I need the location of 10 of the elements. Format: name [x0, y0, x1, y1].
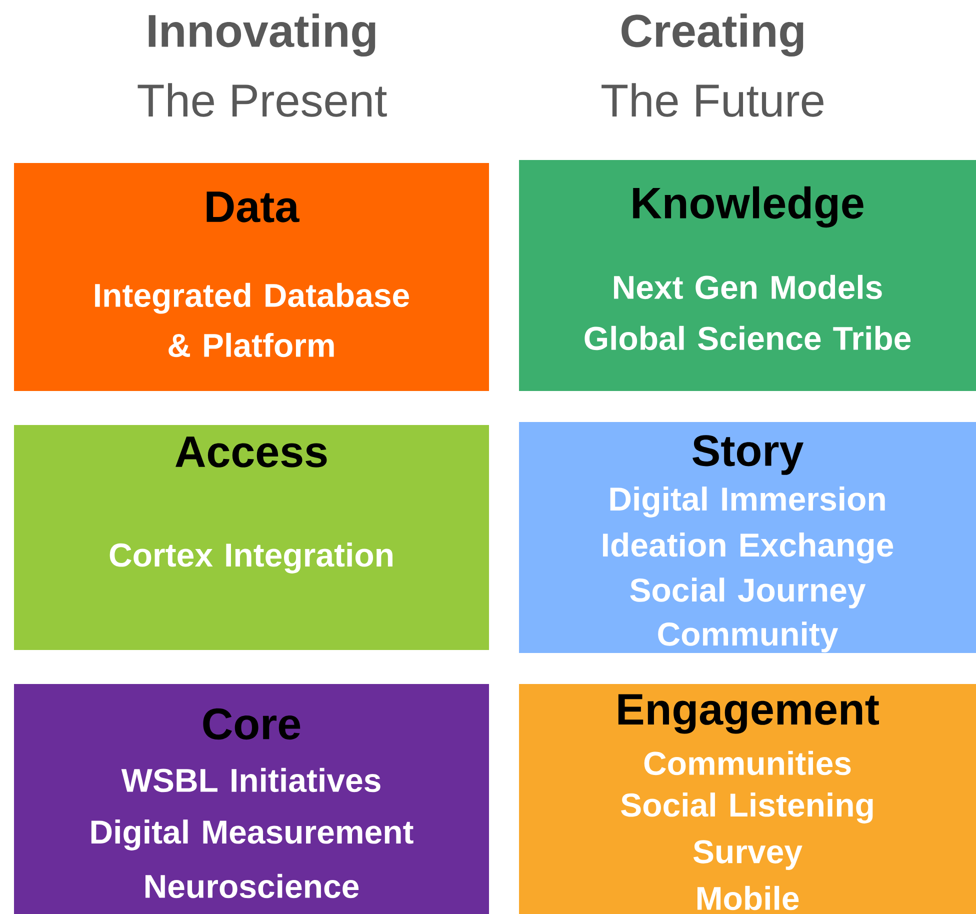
column-heading: The Present — [138, 83, 387, 117]
category-box: Story Digital Immersion Ideation Exchange Social Journey Community — [519, 422, 976, 653]
column-heading: The Future — [602, 83, 824, 117]
category-box: Core WSBL Initiatives Digital Measurement Neuroscience — [14, 684, 489, 914]
category-box: Knowledge Next Gen Models Global Science Tribe — [519, 160, 976, 391]
category-box: Access Cortex Integration — [14, 425, 489, 650]
column-heading: Innovating — [148, 13, 376, 57]
category-box: Data Integrated Database & Platform — [14, 163, 489, 391]
category-box: Engagement Communities Social Listening Survey Mobile — [519, 684, 976, 914]
column-heading: Creating — [622, 13, 804, 57]
